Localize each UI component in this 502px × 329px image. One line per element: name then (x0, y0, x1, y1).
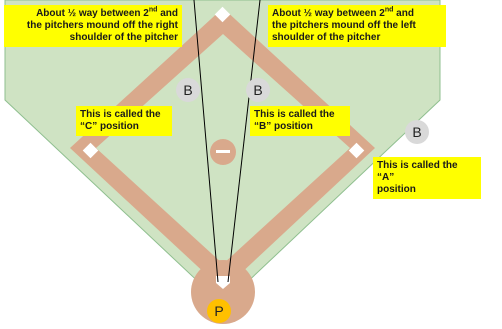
callout-c-line1: This is called the (80, 109, 168, 121)
callout-right-shoulder: About ½ way between 2nd and the pitchers… (4, 5, 182, 47)
callout-right-shoulder-line3: shoulder of the pitcher (8, 32, 178, 44)
callout-c-line2: “C” position (80, 121, 168, 133)
callout-a-line1: This is called the “A” (377, 160, 477, 184)
pitchers-rubber (216, 150, 230, 153)
callout-left-shoulder-line3: shoulder of the pitcher (272, 32, 442, 44)
callout-left-shoulder-line2: the pitchers mound off the left (272, 20, 442, 32)
callout-b-position: This is called the “B” position (250, 106, 350, 136)
callout-a-position: This is called the “A” position (373, 157, 481, 199)
callout-right-shoulder-line2: the pitchers mound off the right (8, 20, 178, 32)
fielder-marker-c-position: B (176, 78, 200, 102)
callout-c-position: This is called the “C” position (76, 106, 172, 136)
callout-b-line2: “B” position (254, 121, 346, 133)
callout-left-shoulder: About ½ way between 2nd and the pitchers… (268, 5, 446, 47)
callout-a-line2: position (377, 184, 477, 196)
fielder-marker-a-position: B (405, 120, 429, 144)
pitcher-marker: P (207, 299, 231, 323)
fielder-marker-b-position: B (246, 78, 270, 102)
callout-right-shoulder-line1: About ½ way between 2nd and (8, 8, 178, 20)
callout-b-line1: This is called the (254, 109, 346, 121)
callout-left-shoulder-line1: About ½ way between 2nd and (272, 8, 442, 20)
